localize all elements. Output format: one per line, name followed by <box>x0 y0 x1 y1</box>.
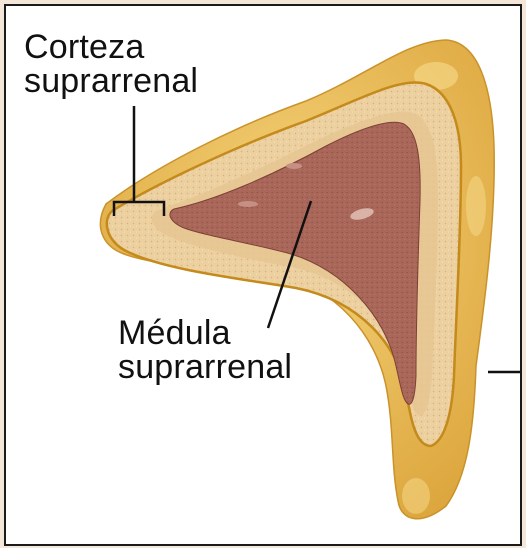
diagram-frame: Corteza suprarrenal Médula suprarrenal <box>4 4 522 546</box>
cortex-label: Corteza suprarrenal <box>24 30 198 98</box>
medulla-label-line1: Médula <box>118 316 292 350</box>
fat-highlight <box>466 176 486 236</box>
fat-highlight <box>402 478 430 514</box>
medulla-vessel <box>238 201 258 207</box>
cortex-label-line2: suprarrenal <box>24 64 198 98</box>
medulla-label-line2: suprarrenal <box>118 350 292 384</box>
cortex-label-line1: Corteza <box>24 30 198 64</box>
medulla-vessel <box>286 163 302 169</box>
medulla-label: Médula suprarrenal <box>118 316 292 384</box>
